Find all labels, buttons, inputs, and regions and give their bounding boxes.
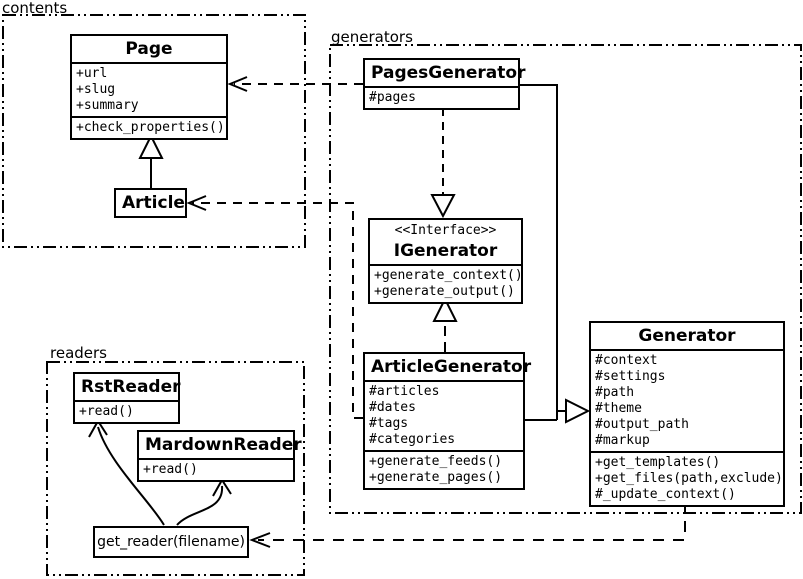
generalization-generators-to-generator bbox=[520, 84, 591, 424]
package-generators-border bbox=[329, 44, 802, 514]
class-box-mardownreader: MardownReader +read() bbox=[137, 430, 302, 482]
attribute: #categories bbox=[369, 432, 456, 447]
realization-articlegenerator-to-igenerator bbox=[432, 296, 458, 352]
attribute: #articles bbox=[369, 384, 440, 399]
attribute: +url bbox=[76, 66, 108, 81]
package-contents-border bbox=[2, 14, 306, 248]
dependency-generator-to-getreader bbox=[249, 501, 686, 548]
articlegenerator-methods: +generate_feeds() +generate_pages() bbox=[365, 450, 523, 488]
function-box-get-reader: get_reader(filename) bbox=[93, 526, 249, 558]
class-box-igenerator: <<Interface>> IGenerator +generate_conte… bbox=[368, 218, 523, 304]
class-name-page: Page bbox=[125, 39, 173, 59]
attribute: #tags bbox=[369, 416, 409, 431]
class-name-article: Article bbox=[122, 193, 185, 213]
method: +check_properties() bbox=[76, 120, 225, 135]
attribute: #theme bbox=[595, 401, 642, 416]
attribute: +summary bbox=[76, 98, 139, 113]
class-box-articlegenerator: ArticleGenerator #articles #dates #tags … bbox=[363, 352, 532, 490]
method: +generate_pages() bbox=[369, 470, 503, 485]
generalization-article-to-page bbox=[138, 133, 164, 188]
class-box-page: Page +url +slug +summary +check_properti… bbox=[70, 34, 228, 140]
pagesgenerator-attributes: #pages bbox=[365, 86, 518, 108]
attribute: #path bbox=[595, 385, 635, 400]
class-name-mardownreader: MardownReader bbox=[145, 435, 302, 455]
method: +generate_feeds() bbox=[369, 454, 503, 469]
package-label-generators: generators bbox=[331, 28, 413, 46]
attribute: +slug bbox=[76, 82, 116, 97]
arrow-getreader-to-mardownreader bbox=[176, 478, 232, 526]
rstreader-methods: +read() bbox=[75, 400, 178, 422]
class-name-rstreader: RstReader bbox=[81, 377, 181, 397]
attribute: #markup bbox=[595, 433, 650, 448]
dependency-articlegenerator-to-article bbox=[186, 195, 363, 419]
package-readers-border bbox=[46, 361, 305, 576]
class-box-rstreader: RstReader +read() bbox=[73, 372, 181, 424]
attribute: #settings bbox=[595, 369, 666, 384]
page-methods: +check_properties() bbox=[72, 116, 226, 138]
class-box-article: Article bbox=[114, 188, 187, 218]
get-reader-label: get_reader(filename) bbox=[97, 534, 245, 550]
method: +get_templates() bbox=[595, 455, 721, 470]
attribute: #pages bbox=[369, 90, 416, 105]
class-name-articlegenerator: ArticleGenerator bbox=[371, 357, 532, 377]
package-label-readers: readers bbox=[50, 344, 107, 362]
method: +generate_context() bbox=[374, 268, 523, 283]
mardownreader-methods: +read() bbox=[139, 458, 293, 480]
method: +read() bbox=[79, 404, 134, 419]
class-name-igenerator: IGenerator bbox=[393, 241, 498, 261]
igenerator-stereotype: <<Interface>> bbox=[394, 223, 497, 238]
class-box-generator: Generator #context #settings #path #them… bbox=[589, 321, 785, 507]
dependency-pagesgenerator-to-page bbox=[227, 76, 363, 92]
class-box-pagesgenerator: PagesGenerator #pages bbox=[363, 58, 526, 110]
articlegenerator-attributes: #articles #dates #tags #categories bbox=[365, 380, 523, 450]
package-label-contents: contents bbox=[2, 0, 68, 17]
method: +read() bbox=[143, 462, 198, 477]
attribute: #context bbox=[595, 353, 658, 368]
class-name-generator: Generator bbox=[638, 326, 736, 346]
realization-pagesgenerator-to-igenerator bbox=[430, 108, 456, 219]
attribute: #output_path bbox=[595, 417, 689, 432]
method: +get_files(path,exclude) bbox=[595, 471, 783, 486]
method: +generate_output() bbox=[374, 284, 515, 299]
generator-attributes: #context #settings #path #theme #output_… bbox=[591, 349, 783, 451]
page-attributes: +url +slug +summary bbox=[72, 62, 226, 116]
attribute: #dates bbox=[369, 400, 416, 415]
class-name-pagesgenerator: PagesGenerator bbox=[371, 63, 526, 83]
igenerator-methods: +generate_context() +generate_output() bbox=[370, 264, 523, 302]
method: #_update_context() bbox=[595, 487, 736, 502]
generator-methods: +get_templates() +get_files(path,exclude… bbox=[591, 451, 783, 505]
